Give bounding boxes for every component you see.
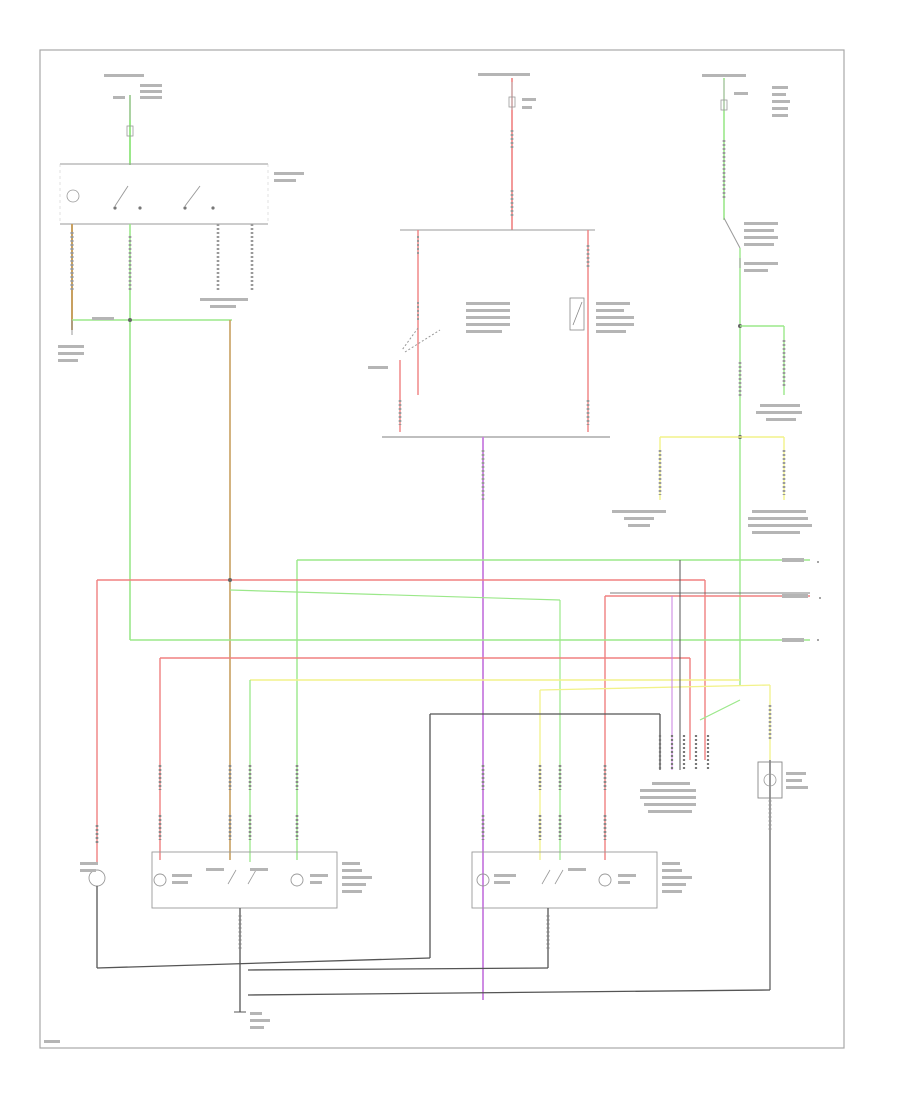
left-aux-bulb-icon [88,869,106,887]
relay-module-group [368,73,634,1000]
fuse-right [720,99,728,111]
wiring-harness-bus [96,320,821,958]
right-side-lamp [757,705,808,990]
headlamp-switch-group [58,74,304,640]
switch-lamp-icon [66,189,80,203]
ground-point [234,1005,270,1029]
right-lamp-bulb-icon [476,873,490,887]
fuse-center [508,96,516,108]
fuse-left [126,125,134,137]
corner-mark [44,1040,60,1043]
right-lamp-bulb-2-icon [598,873,612,887]
left-lamp-bulb-2-icon [290,873,304,887]
right-lamp-assembly [247,765,771,996]
diagram-frame [39,49,845,1049]
brake-switch-group [612,74,812,685]
side-lamp-bulb-icon [763,773,777,787]
left-lamp-assembly [80,765,431,1005]
relay-coil [569,297,585,331]
left-lamp-bulb-icon [153,873,167,887]
